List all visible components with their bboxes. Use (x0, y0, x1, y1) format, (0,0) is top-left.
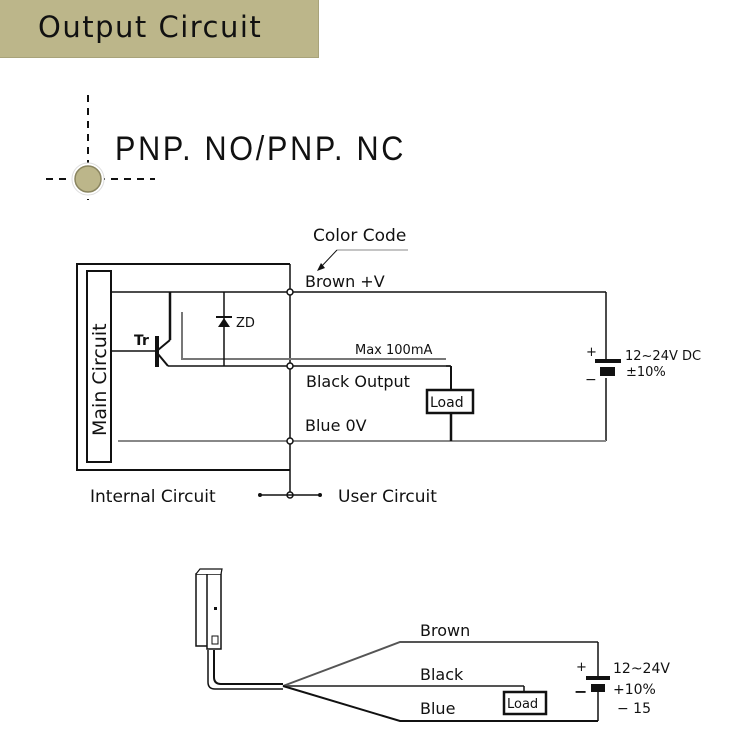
wiring-black-label: Black (420, 665, 464, 684)
user-circuit-label: User Circuit (338, 487, 437, 507)
wiring-blue-label: Blue (420, 699, 455, 718)
color-code-label: Color Code (313, 226, 406, 246)
wiring-supply-plus: + (576, 660, 587, 675)
supply-plus-label: + (586, 345, 597, 360)
main-circuit-label: Main Circuit (89, 323, 111, 436)
zener-label: ZD (236, 316, 255, 331)
wiring-load-label: Load (507, 697, 538, 712)
wiring-supply-tolerance-lower: − 15 (617, 701, 651, 717)
internal-circuit-box (76, 263, 290, 471)
battery-icon (595, 359, 621, 376)
circuit-diagram: Main Circuit Tr ZD (76, 226, 701, 507)
supply-minus-label: − (585, 372, 597, 388)
wiring-battery-icon (586, 676, 610, 692)
transistor-label: Tr (134, 333, 149, 349)
title-banner: Output Circuit (0, 0, 319, 58)
sensor-icon (195, 568, 223, 650)
wiring-load-box (502, 690, 548, 716)
load-label: Load (430, 395, 464, 411)
wiring-supply-tolerance-upper: +10% (613, 682, 656, 698)
supply-tolerance-label: ±10% (626, 365, 666, 380)
internal-circuit-label: Internal Circuit (90, 487, 216, 507)
wiring-supply-minus: − (574, 682, 587, 701)
black-wire-label: Black Output (306, 372, 410, 391)
load-box (425, 388, 475, 415)
zener-diode-icon (216, 292, 232, 366)
brown-lead (282, 641, 598, 687)
wiring-supply-voltage: 12~24V (613, 661, 670, 677)
brown-wire-label: Brown +V (305, 272, 385, 291)
blue-lead (282, 685, 598, 722)
page-title: Output Circuit (38, 10, 263, 44)
max-current-label: Max 100mA (355, 343, 432, 358)
crosshair-marker-icon (46, 95, 155, 200)
circuit-type-title: PNP. NO/PNP. NC (115, 130, 407, 168)
transistor-icon (111, 292, 450, 367)
wiring-brown-label: Brown (420, 621, 470, 640)
main-circuit-box (86, 270, 112, 463)
supply-voltage-label: 12~24V DC (625, 349, 701, 364)
wiring-diagram: Load Brown Black Blue + − 12~24V +10% − … (195, 568, 670, 722)
blue-wire-label: Blue 0V (305, 416, 367, 435)
